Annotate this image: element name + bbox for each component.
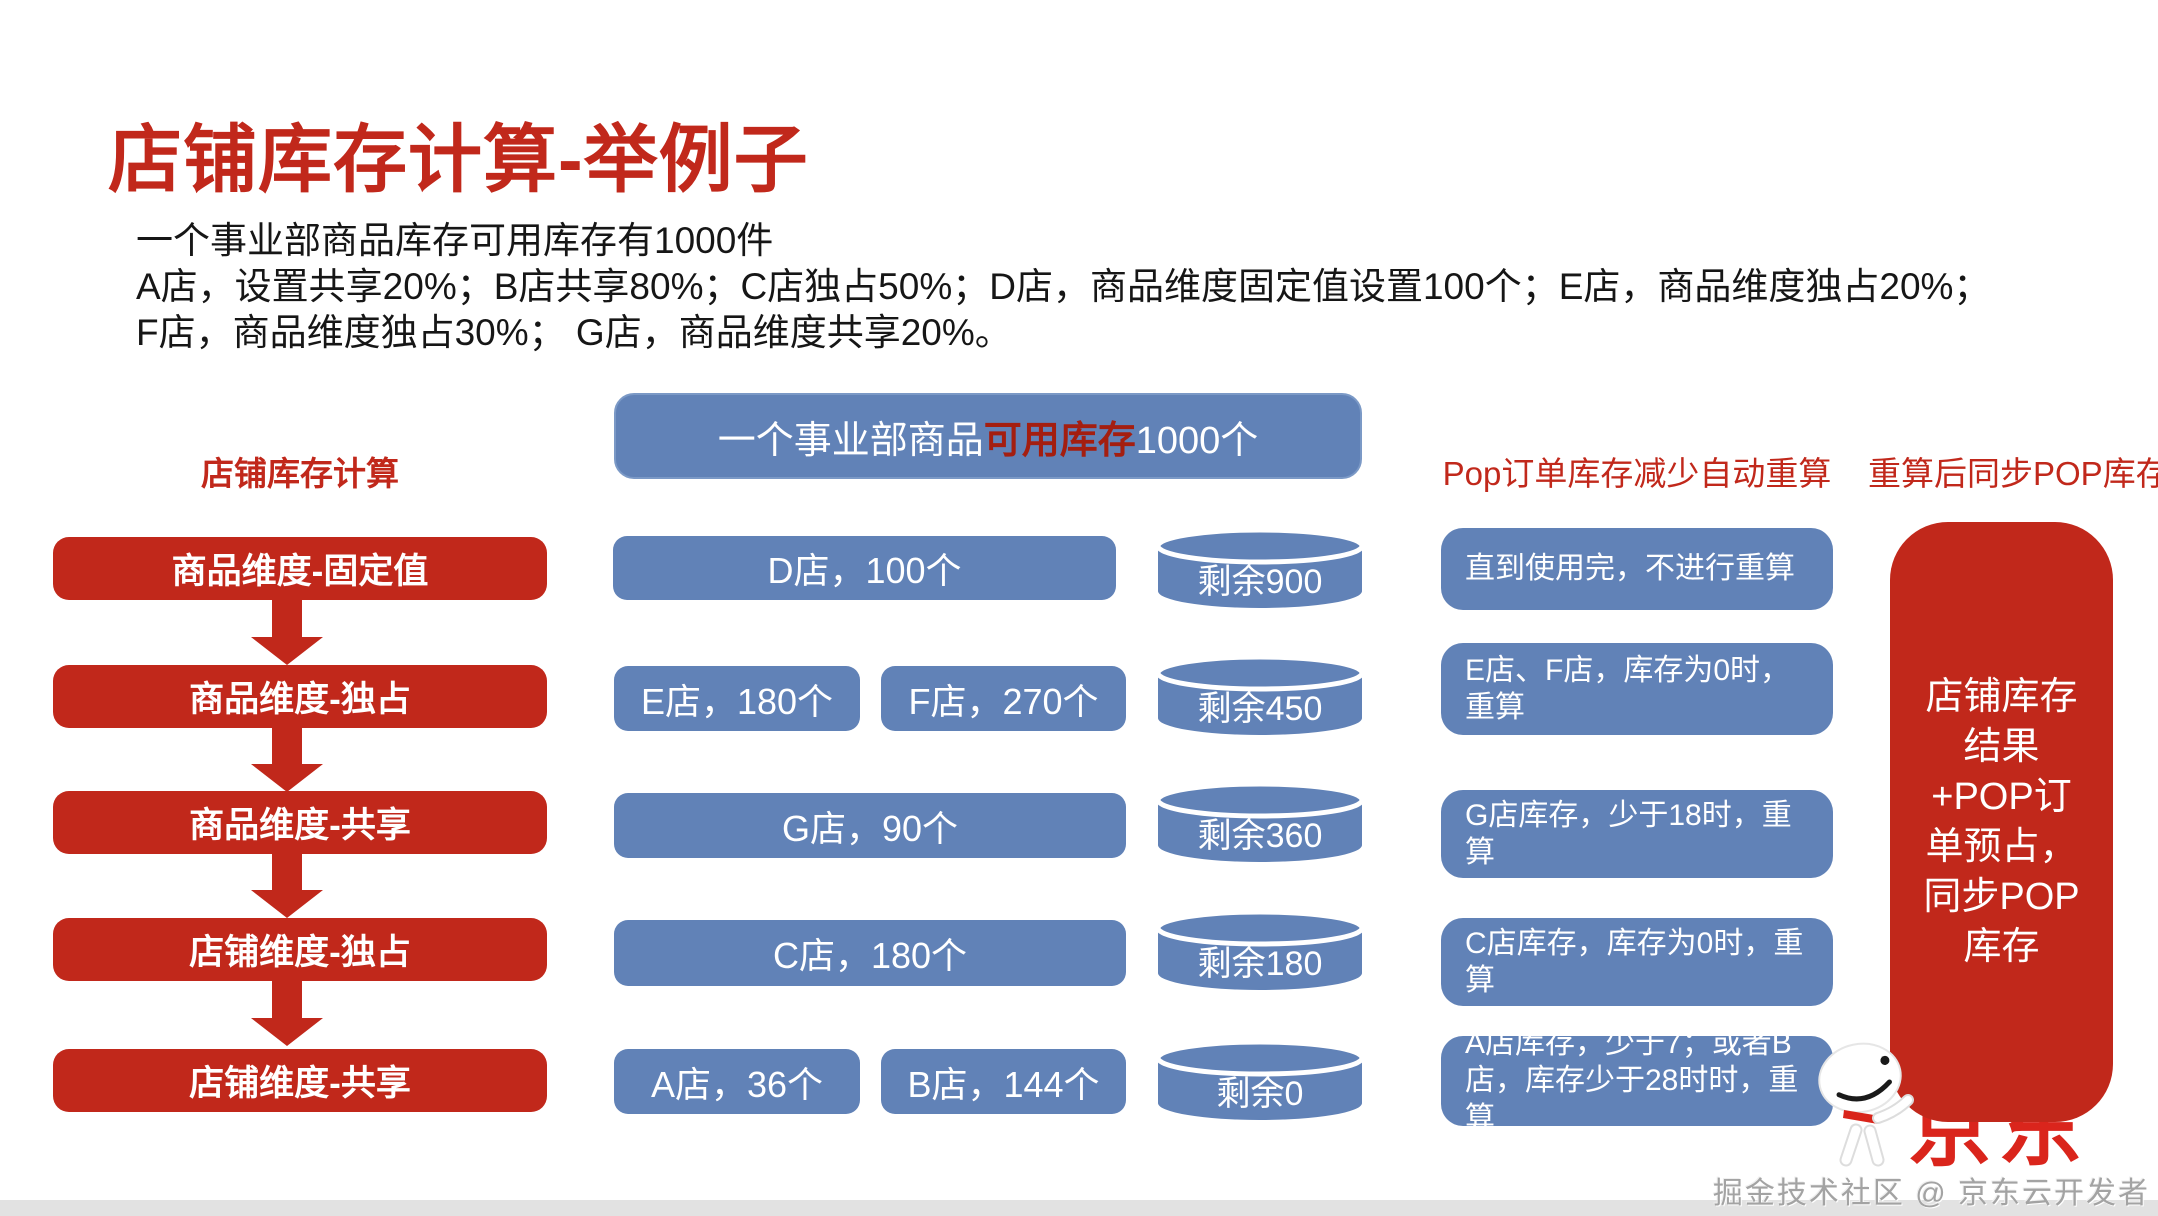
down-arrow-icon <box>251 726 323 792</box>
total-stock-prefix: 一个事业部商品 <box>717 419 984 462</box>
remaining-label: 剩余900 <box>1197 563 1323 601</box>
allocation-box-b: B店，144个 <box>881 1049 1126 1114</box>
page-title: 店铺库存计算-举例子 <box>108 118 809 201</box>
cylinder-icon <box>1155 910 1365 990</box>
step-shop-shared: 店铺维度-共享 <box>53 1049 547 1112</box>
intro-line-1: 一个事业部商品库存可用库存有1000件 <box>136 220 774 261</box>
recalc-rule-box: E店、F店，库存为0时，重算 <box>1441 643 1833 735</box>
cylinder-icon <box>1155 528 1365 608</box>
allocation-box-g: G店，90个 <box>614 793 1126 858</box>
intro-paragraph: 一个事业部商品库存可用库存有1000件 A店，设置共享20%；B店共享80%；C… <box>136 218 1990 356</box>
jd-mascot-icon <box>1818 1042 1914 1167</box>
column-header-pop-recalc: Pop订单库存减少自动重算 <box>1442 455 1832 492</box>
remaining-cylinder: 剩余360 <box>1155 782 1365 866</box>
remaining-cylinder: 剩余0 <box>1155 1040 1365 1124</box>
recalc-rule-box: A店库存，少于7；或者B店，库存少于28时时，重算 <box>1441 1027 1833 1135</box>
allocation-box-d: D店，100个 <box>613 536 1116 600</box>
down-arrow-icon <box>251 852 323 918</box>
down-arrow-icon <box>251 980 323 1046</box>
cylinder-icon <box>1155 1040 1365 1120</box>
total-stock-highlight: 可用库存 <box>983 419 1136 462</box>
down-arrow-icon <box>251 599 323 665</box>
allocation-box-c: C店，180个 <box>614 920 1126 986</box>
remaining-label: 剩余0 <box>1216 1075 1304 1113</box>
cylinder-icon <box>1155 782 1365 862</box>
remaining-label: 剩余450 <box>1197 690 1323 728</box>
remaining-label: 剩余180 <box>1197 945 1323 983</box>
remaining-cylinder: 剩余180 <box>1155 910 1365 994</box>
recalc-rule-box: C店库存，库存为0时，重算 <box>1441 918 1833 1006</box>
intro-line-2: A店，设置共享20%；B店共享80%；C店独占50%；D店，商品维度固定值设置1… <box>136 266 1991 307</box>
column-header-calculation: 店铺库存计算 <box>201 455 399 492</box>
recalc-rule-box: 直到使用完，不进行重算 <box>1441 528 1833 610</box>
column-header-sync: 重算后同步POP库存 <box>1868 455 2158 492</box>
watermark-text: 掘金技术社区 @ 京东云开发者 <box>1712 1177 2150 1210</box>
step-product-shared: 商品维度-共享 <box>53 791 547 854</box>
allocation-box-e: E店，180个 <box>614 666 860 731</box>
recalc-rule-box: G店库存，少于18时，重算 <box>1441 790 1833 878</box>
bottom-strip <box>0 1200 2158 1216</box>
intro-line-3: F店，商品维度独占30%； G店，商品维度共享20%。 <box>136 312 1012 353</box>
cylinder-icon <box>1155 655 1365 735</box>
allocation-box-f: F店，270个 <box>881 666 1126 731</box>
remaining-label: 剩余360 <box>1197 817 1323 855</box>
step-product-fixed: 商品维度-固定值 <box>53 537 547 600</box>
allocation-box-a: A店，36个 <box>614 1049 860 1114</box>
step-product-exclusive: 商品维度-独占 <box>53 665 547 728</box>
remaining-cylinder: 剩余900 <box>1155 528 1365 612</box>
total-stock-suffix: 1000个 <box>1135 419 1259 462</box>
remaining-cylinder: 剩余450 <box>1155 655 1365 739</box>
result-box: 店铺库存 结果 +POP订 单预占， 同步POP 库存 <box>1890 522 2113 1122</box>
step-shop-exclusive: 店铺维度-独占 <box>53 918 547 981</box>
